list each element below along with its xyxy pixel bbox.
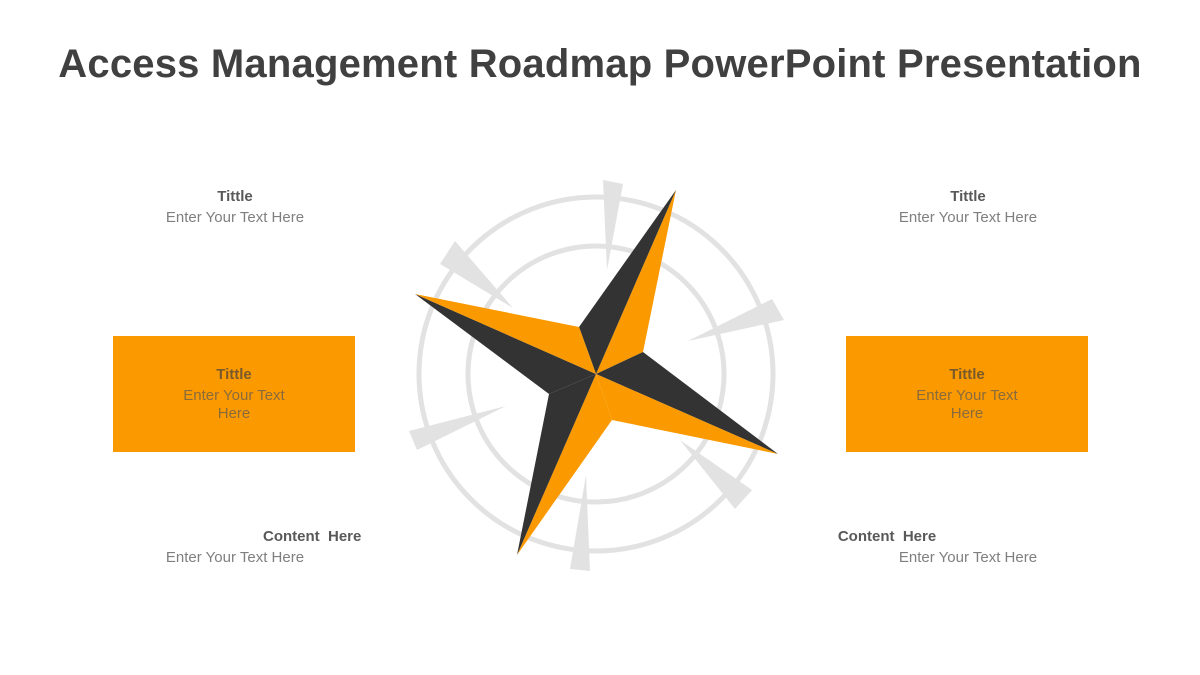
tick-top bbox=[603, 180, 623, 270]
top-right-title: Tittle bbox=[950, 188, 986, 205]
star-left-orange bbox=[415, 294, 596, 374]
tick-upper-right bbox=[688, 299, 784, 341]
text-block-top-right: Tittle Enter Your Text Here bbox=[868, 186, 1068, 228]
star-upper-right-dark bbox=[579, 190, 676, 374]
star-left-dark bbox=[415, 294, 596, 394]
box-left-text: Enter Your Text Here bbox=[183, 386, 285, 422]
compass-star bbox=[415, 190, 778, 555]
outer-ring bbox=[416, 194, 776, 554]
tick-lower-left bbox=[409, 406, 506, 450]
orange-box-right: Tittle Enter Your Text Here bbox=[846, 336, 1088, 452]
text-block-bottom-right: Content Here Enter Your Text Here bbox=[838, 526, 1068, 568]
bottom-left-text: Enter Your Text Here bbox=[165, 549, 305, 566]
box-right-text: Enter Your Text Here bbox=[916, 386, 1018, 422]
star-right-orange bbox=[596, 374, 778, 454]
text-block-top-left: Tittle Enter Your Text Here bbox=[135, 186, 335, 228]
orange-box-left: Tittle Enter Your Text Here bbox=[113, 336, 355, 452]
text-block-bottom-left: Content Here Enter Your Text Here bbox=[135, 526, 362, 568]
star-lower-left-orange bbox=[517, 374, 612, 555]
bottom-right-title: Content Here bbox=[837, 528, 937, 545]
tick-lower-right bbox=[680, 440, 752, 509]
top-right-text: Enter Your Text Here bbox=[898, 209, 1038, 226]
compass-rings bbox=[416, 194, 776, 554]
top-left-text: Enter Your Text Here bbox=[165, 209, 305, 226]
star-lower-left-dark bbox=[517, 374, 596, 555]
bottom-right-text: Enter Your Text Here bbox=[898, 549, 1038, 566]
slide-title: Access Management Roadmap PowerPoint Pre… bbox=[58, 42, 1142, 86]
top-left-title: Tittle bbox=[217, 188, 253, 205]
box-left-title: Tittle bbox=[216, 365, 252, 383]
compass-ticks bbox=[409, 180, 784, 571]
bottom-left-title: Content Here bbox=[263, 528, 362, 545]
box-right-title: Tittle bbox=[949, 365, 985, 383]
tick-upper-left bbox=[440, 241, 513, 308]
compass-star-icon bbox=[409, 180, 784, 571]
star-right-dark bbox=[596, 352, 778, 454]
inner-ring bbox=[465, 243, 727, 505]
tick-bottom bbox=[570, 475, 590, 571]
